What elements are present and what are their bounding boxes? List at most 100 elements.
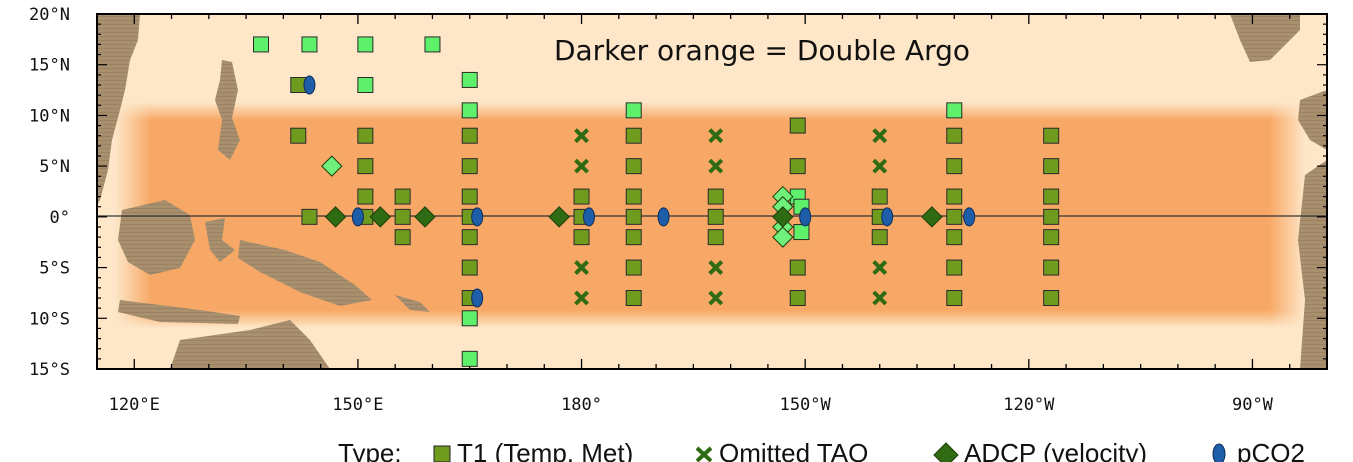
- t1-extra-marker: [253, 36, 269, 53]
- y-tick-label: 5°N: [39, 157, 70, 177]
- asia-coast: [97, 14, 140, 205]
- t1-marker: [573, 229, 590, 246]
- map-title: Darker orange = Double Argo: [554, 34, 970, 67]
- omitted-tao-marker: [872, 128, 888, 144]
- t1-marker: [871, 229, 888, 246]
- omitted-tao-marker: [574, 260, 589, 275]
- t1-marker: [357, 127, 374, 144]
- t1-marker: [394, 188, 411, 205]
- legend-adcp-label: ADCP (velocity): [964, 438, 1147, 462]
- t1-marker: [573, 188, 590, 205]
- t1-extra-marker: [424, 36, 441, 53]
- y-tick-label: 15°N: [29, 56, 70, 76]
- x-tick-label: 120°W: [1003, 395, 1055, 415]
- t1-marker: [461, 259, 478, 276]
- t1-marker: [946, 290, 963, 306]
- philippines: [215, 60, 240, 160]
- t1-marker: [625, 127, 642, 144]
- solomon-islands: [395, 295, 430, 312]
- new-guinea: [238, 240, 372, 306]
- x-tick-label: 150°E: [332, 395, 383, 415]
- t1-marker: [707, 229, 724, 246]
- t1-marker: [625, 158, 642, 175]
- legend-t1-square: [433, 445, 451, 462]
- omitted-tao-marker: [872, 260, 888, 275]
- t1-marker: [357, 188, 374, 205]
- y-tick-label: 5°S: [39, 259, 70, 279]
- t1-marker: [1043, 188, 1060, 205]
- x-tick-label: 150°W: [780, 395, 832, 415]
- t1-marker: [1043, 208, 1060, 225]
- australia: [170, 320, 330, 369]
- t1-marker: [946, 188, 963, 205]
- t1-marker: [461, 188, 478, 205]
- omitted-tao-marker: [872, 158, 888, 174]
- t1-marker: [625, 188, 642, 205]
- pco2-marker: [963, 207, 976, 227]
- legend-adcp-diamond: [933, 442, 959, 462]
- t1-marker: [946, 259, 963, 276]
- y-axis-labels: 20°N15°N10°N5°N0°5°S10°S15°S: [29, 5, 70, 380]
- omitted-tao-marker: [872, 290, 888, 306]
- omitted-tao-marker: [708, 290, 724, 306]
- legend-pco2-ellipse: [1212, 443, 1226, 462]
- legend-title: Type:: [338, 438, 402, 462]
- adcp-marker: [324, 206, 347, 228]
- t1-extra-marker: [461, 310, 478, 327]
- t1-marker: [1043, 158, 1060, 175]
- x-tick-label: 90°W: [1232, 395, 1274, 415]
- pco2-marker: [799, 207, 812, 227]
- t1-marker: [789, 290, 806, 306]
- y-tick-label: 10°S: [29, 309, 70, 329]
- adcp-marker: [369, 206, 391, 228]
- t1-extra-marker: [461, 102, 478, 119]
- t1-marker: [707, 188, 724, 205]
- pco2-marker: [471, 207, 484, 227]
- t1-marker: [1043, 259, 1060, 276]
- omitted-tao-marker: [574, 290, 589, 306]
- t1-extra-marker: [946, 102, 963, 119]
- t1-marker: [461, 127, 478, 144]
- t1-marker: [946, 158, 963, 175]
- central-america-isthmus: [1298, 90, 1327, 150]
- t1-marker: [625, 229, 642, 246]
- t1-extra-marker: [357, 77, 374, 93]
- omitted-tao-marker: [574, 128, 589, 144]
- t1-marker: [301, 208, 318, 225]
- t1-marker: [1043, 127, 1060, 144]
- legend-omitted-label: Omitted TAO: [719, 438, 868, 462]
- t1-marker: [789, 117, 806, 134]
- t1-marker: [290, 127, 307, 144]
- t1-marker: [789, 259, 806, 276]
- t1-marker: [461, 158, 478, 175]
- legend-omitted-x: [695, 446, 713, 462]
- t1-marker: [394, 229, 411, 246]
- legend: Type: T1 (Temp, Met) Omitted TAO ADCP (v…: [338, 438, 1305, 462]
- t1-extra-marker: [461, 350, 478, 367]
- adcp-marker: [772, 206, 794, 228]
- y-tick-label: 10°N: [29, 106, 70, 126]
- adcp-marker: [548, 206, 570, 228]
- adcp-marker: [414, 206, 436, 228]
- central-america: [1230, 14, 1300, 62]
- pco2-marker: [583, 207, 595, 227]
- t1-extra-marker: [793, 224, 810, 241]
- axis-ticks: [96, 13, 1328, 370]
- x-tick-label: 180°: [561, 395, 602, 415]
- pco2-marker: [471, 288, 484, 308]
- y-tick-label: 0°: [50, 208, 70, 228]
- t1-marker: [394, 208, 411, 225]
- t1-marker: [357, 158, 374, 175]
- mooring-markers: [253, 36, 1060, 367]
- omitted-tao-marker: [574, 158, 589, 174]
- adcp-extra-marker: [321, 155, 343, 177]
- pco2-marker: [657, 207, 670, 227]
- south-america: [1298, 160, 1327, 369]
- t1-extra-marker: [625, 102, 642, 119]
- omitted-tao-marker: [708, 158, 724, 174]
- pco2-marker: [303, 75, 316, 95]
- land-masses: [97, 14, 1327, 369]
- t1-extra-marker: [461, 71, 478, 88]
- sulawesi: [205, 218, 235, 262]
